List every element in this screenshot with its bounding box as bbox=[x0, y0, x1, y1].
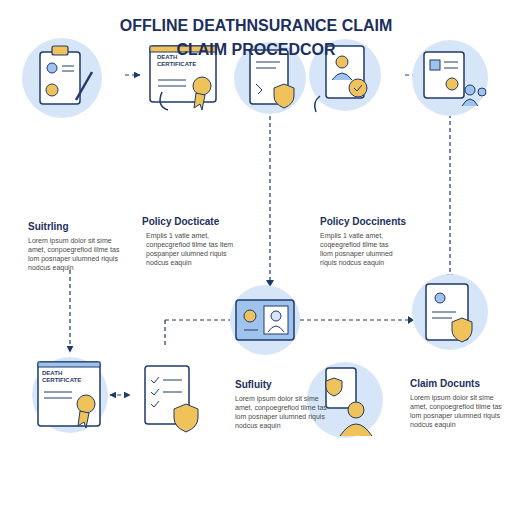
step-node: SufluityLorem ipsum dolor sit sime amet,… bbox=[130, 345, 335, 470]
ribbon bbox=[78, 411, 89, 428]
step-node: SuitrlingLorem ipsum dolor sit sime amet… bbox=[20, 30, 125, 270]
dashed-wires bbox=[165, 116, 408, 345]
text-line bbox=[432, 312, 456, 313]
text-line bbox=[163, 380, 182, 381]
icon-circle bbox=[32, 357, 108, 433]
icon-circle bbox=[22, 38, 102, 118]
dashed-wire bbox=[300, 319, 408, 320]
badge bbox=[349, 79, 367, 97]
step-heading: Claim Docunts bbox=[410, 377, 505, 390]
certificate-icon bbox=[32, 357, 108, 433]
checks bbox=[151, 377, 159, 407]
step-description: Lorem ipsum dolor sit sime amet, conpoeg… bbox=[235, 394, 333, 430]
text-line bbox=[44, 398, 72, 399]
text-line bbox=[256, 62, 280, 63]
step-heading: Policy Docticate bbox=[142, 215, 248, 228]
seal bbox=[77, 395, 95, 413]
check bbox=[354, 85, 362, 91]
step-heading: Suitrling bbox=[28, 220, 123, 233]
person-head bbox=[47, 63, 57, 73]
icon-circle bbox=[412, 40, 488, 116]
person-body bbox=[332, 73, 352, 80]
certificate-band bbox=[38, 362, 100, 367]
medal bbox=[244, 310, 256, 322]
photo bbox=[264, 306, 288, 334]
person-head bbox=[348, 402, 364, 418]
person-head bbox=[465, 85, 475, 95]
certificate-text: DEATH CERTIFICATE bbox=[42, 370, 82, 384]
dashed-wire bbox=[165, 319, 230, 320]
shield bbox=[452, 318, 472, 342]
checklist-icon bbox=[145, 366, 198, 432]
diagram-title: OFFLINE DEATHNSURANCE CLAIM CLAIM PROCED… bbox=[96, 14, 416, 62]
dashed-connector bbox=[69, 270, 70, 352]
text-line bbox=[62, 66, 74, 67]
step-description: Lorem ipsum dolor sit sime amet, conpoeg… bbox=[28, 236, 125, 272]
shield bbox=[326, 378, 342, 396]
seal bbox=[446, 78, 458, 90]
icon-circle bbox=[412, 274, 488, 350]
text-line bbox=[44, 392, 72, 393]
step-node: Policy DoccinentsEmplis 1 vatle amet, co… bbox=[300, 40, 405, 270]
shield bbox=[174, 404, 198, 432]
medal bbox=[46, 84, 58, 96]
pen bbox=[76, 72, 92, 100]
document-shield-icon bbox=[412, 274, 488, 350]
text-line bbox=[244, 330, 258, 331]
dashed-wire bbox=[164, 320, 165, 345]
step-description: Lorem ipsum dolor sit sime amet, conpoeg… bbox=[410, 393, 502, 429]
hand bbox=[160, 92, 168, 110]
person-body bbox=[462, 99, 478, 106]
text-line bbox=[444, 62, 458, 63]
dashed-connector bbox=[110, 394, 130, 395]
hand bbox=[315, 96, 320, 112]
text-line bbox=[256, 68, 276, 69]
person-head bbox=[336, 56, 348, 68]
step-node: DEATH CERTIFICATE bbox=[30, 352, 110, 430]
documents-people-icon bbox=[412, 40, 488, 116]
text-line bbox=[158, 80, 186, 81]
step-heading: Sufluity bbox=[235, 378, 335, 391]
signature bbox=[256, 84, 262, 94]
seal bbox=[193, 77, 211, 95]
text-line bbox=[158, 86, 186, 87]
document bbox=[424, 52, 464, 98]
photo bbox=[430, 60, 440, 70]
step-node: Claim DocuntsLorem ipsum dolor sit sime … bbox=[405, 280, 505, 445]
dashed-connector bbox=[125, 74, 140, 75]
clipboard-icon bbox=[22, 38, 102, 118]
person-head bbox=[271, 311, 281, 321]
document bbox=[326, 368, 356, 408]
text-line bbox=[62, 71, 74, 72]
clipboard bbox=[40, 52, 80, 104]
icon-circle bbox=[230, 285, 300, 355]
text-line bbox=[163, 392, 182, 393]
text-line bbox=[444, 68, 458, 69]
person-head bbox=[435, 293, 445, 303]
person-body bbox=[268, 326, 284, 332]
dashed-wire bbox=[269, 116, 270, 286]
step-description: Emplis 1 vatle amet, coqeegrefiod tilme … bbox=[320, 231, 402, 267]
person-body bbox=[340, 424, 372, 436]
id-card-icon bbox=[230, 285, 300, 355]
step-heading: Policy Doccinents bbox=[320, 215, 405, 228]
clip bbox=[52, 46, 68, 55]
ribbon bbox=[194, 93, 205, 110]
step-node: DEATH CERTIFICATEPolicy DocticateEmplis … bbox=[140, 35, 250, 270]
shield bbox=[274, 84, 294, 108]
certificate bbox=[38, 362, 100, 426]
id-card bbox=[236, 300, 294, 340]
step-description: Emplis 1 vatle amet, conpecgrefiod tilme… bbox=[146, 231, 246, 267]
person-head bbox=[478, 88, 486, 96]
text-line bbox=[432, 318, 452, 319]
